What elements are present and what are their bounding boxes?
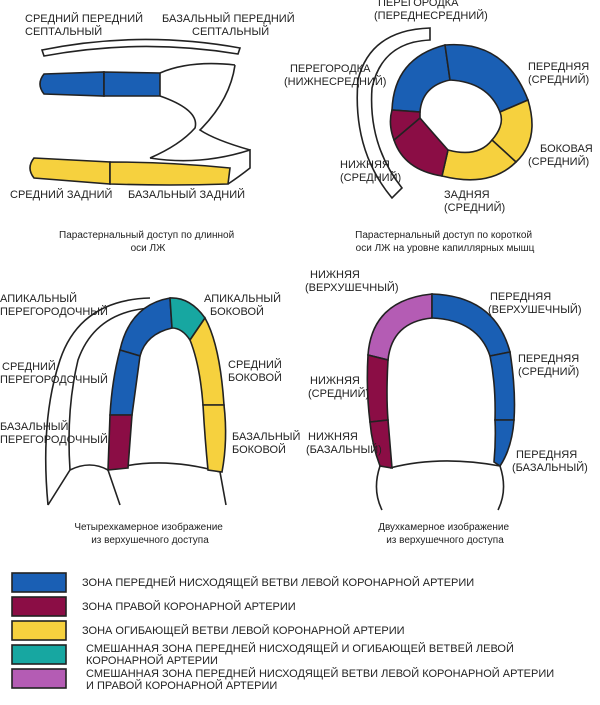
label-lateral: БОКОВАЯ (СРЕДНИЙ) — [528, 143, 596, 168]
legend: ЗОНА ПЕРЕДНЕЙ НИСХОДЯЩЕЙ ВЕТВИ ЛЕВОЙ КОР… — [11, 572, 557, 692]
segment-inferior-mid — [366, 353, 389, 423]
label-anterior-mid: ПЕРЕДНЯЯ (СРЕДНИЙ) — [518, 353, 582, 378]
segment-basal-posterior — [109, 161, 231, 186]
label-septum-anterior: ПЕРЕГОРОДКА (ПЕРЕДНЕСРЕДНИЙ) — [374, 0, 488, 22]
panel-long-axis: СРЕДНИЙ ПЕРЕДНИЙ СЕПТАЛЬНЫЙ БАЗАЛЬНЫЙ ПЕ… — [10, 12, 298, 254]
label-basal-posterior: БАЗАЛЬНЫЙ ЗАДНИЙ — [128, 188, 245, 201]
caption-long-axis: Парастернальный доступ по длинной оси ЛЖ — [59, 230, 237, 254]
segment-mid-anterior-septal — [39, 71, 105, 97]
legend-swatch-lcx — [11, 620, 67, 641]
caption-two-chamber: Двухкамерное изображение из верхушечного… — [378, 521, 512, 546]
legend-swatch-lad — [11, 572, 67, 593]
legend-text-lad-lcx: СМЕШАННАЯ ЗОНА ПЕРЕДНЕЙ НИСХОДЯЩЕЙ И ОГИ… — [86, 642, 517, 667]
caption-short-axis: Парастернальный доступ по короткой оси Л… — [355, 230, 535, 254]
label-basal-lateral: БАЗАЛЬНЫЙ БОКОВОЙ — [232, 430, 304, 456]
legend-text-lcx: ЗОНА ОГИБАЮЩЕЙ ВЕТВИ ЛЕВОЙ КОРОНАРНОЙ АР… — [82, 624, 405, 637]
segment-anterior-mid — [489, 351, 516, 421]
label-apical-lateral: АПИКАЛЬНЫЙ БОКОВОЙ — [204, 292, 284, 318]
segment-anterior — [444, 43, 530, 114]
segment-mid-septal — [109, 348, 141, 416]
label-septum-inferior: ПЕРЕГОРОДКА (НИЖНЕСРЕДНИЙ) — [284, 63, 386, 88]
legend-text-rca: ЗОНА ПРАВОЙ КОРОНАРНОЙ АРТЕРИИ — [82, 600, 296, 613]
legend-swatch-lad-rca — [11, 668, 67, 689]
caption-four-chamber: Четырехкамерное изображение из верхушечн… — [74, 521, 225, 546]
segment-inferior-septum — [389, 109, 421, 142]
segment-inferior-apical — [367, 293, 433, 361]
right-ventricle-outline — [356, 27, 431, 200]
label-anterior: ПЕРЕДНЯЯ (СРЕДНИЙ) — [528, 61, 592, 86]
posterior-outline — [149, 148, 251, 185]
two-chamber-base-outline — [375, 460, 505, 511]
four-chamber-lv-outline — [47, 462, 227, 506]
label-inferior-basal: НИЖНЯЯ (БАЗАЛЬНЫЙ) — [306, 431, 382, 456]
segment-basal-anterior-septal — [103, 71, 161, 97]
septum-outline — [40, 38, 242, 57]
aortic-outline — [149, 62, 251, 159]
label-inferior-apical: НИЖНЯЯ (ВЕРХУШЕЧНЫЙ) — [305, 269, 399, 294]
label-mid-posterior: СРЕДНИЙ ЗАДНИЙ — [10, 188, 112, 201]
label-mid-anterior-septal: СРЕДНИЙ ПЕРЕДНИЙ СЕПТАЛЬНЫЙ — [25, 12, 146, 38]
label-inferior: НИЖНЯЯ (СРЕДНИЙ) — [340, 159, 401, 184]
segment-anterior-septum — [391, 44, 451, 113]
label-mid-lateral: СРЕДНИЙ БОКОВОЙ — [228, 358, 285, 384]
segment-apical-septal — [119, 297, 173, 358]
four-chamber-rv-outline — [44, 297, 151, 506]
label-anterior-apical: ПЕРЕДНЯЯ (ВЕРХУШЕЧНЫЙ) — [488, 291, 582, 316]
legend-text-lad: ЗОНА ПЕРЕДНЕЙ НИСХОДЯЩЕЙ ВЕТВИ ЛЕВОЙ КОР… — [82, 576, 474, 589]
segment-inferior-basal — [369, 419, 393, 469]
panel-two-chamber: НИЖНЯЯ (ВЕРХУШЕЧНЫЙ) НИЖНЯЯ (СРЕДНИЙ) НИ… — [305, 269, 588, 546]
segment-anterior-basal — [493, 419, 515, 468]
segment-basal-lateral — [202, 404, 227, 473]
legend-text-lad-rca: СМЕШАННАЯ ЗОНА ПЕРЕДНЕЙ НИСХОДЯЩЕЙ ВЕТВИ… — [86, 667, 557, 692]
label-basal-anterior-septal: БАЗАЛЬНЫЙ ПЕРЕДНИЙ СЕПТАЛЬНЫЙ — [162, 12, 298, 38]
label-inferior-mid: НИЖНЯЯ (СРЕДНИЙ) — [308, 375, 369, 400]
label-basal-septal: БАЗАЛЬНЫЙ ПЕРЕГОРОДОЧНЫЙ — [0, 420, 108, 446]
label-posterior: ЗАДНЯЯ (СРЕДНИЙ) — [444, 189, 505, 214]
label-anterior-basal: ПЕРЕДНЯЯ (БАЗАЛЬНЫЙ) — [512, 449, 588, 474]
segment-basal-septal — [107, 414, 133, 471]
segment-mid-posterior — [29, 157, 111, 185]
legend-swatch-rca — [11, 596, 67, 617]
label-mid-septal: СРЕДНИЙ ПЕРЕГОРОДОЧНЫЙ — [0, 360, 108, 386]
label-apical-septal: АПИКАЛЬНЫЙ ПЕРЕГОРОДОЧНЫЙ — [0, 292, 108, 318]
panel-short-axis: ПЕРЕГОРОДКА (ПЕРЕДНЕСРЕДНИЙ) ПЕРЕГОРОДКА… — [284, 0, 596, 254]
legend-swatch-lad-lcx — [11, 644, 67, 665]
panel-four-chamber: АПИКАЛЬНЫЙ ПЕРЕГОРОДОЧНЫЙ СРЕДНИЙ ПЕРЕГО… — [0, 292, 304, 546]
